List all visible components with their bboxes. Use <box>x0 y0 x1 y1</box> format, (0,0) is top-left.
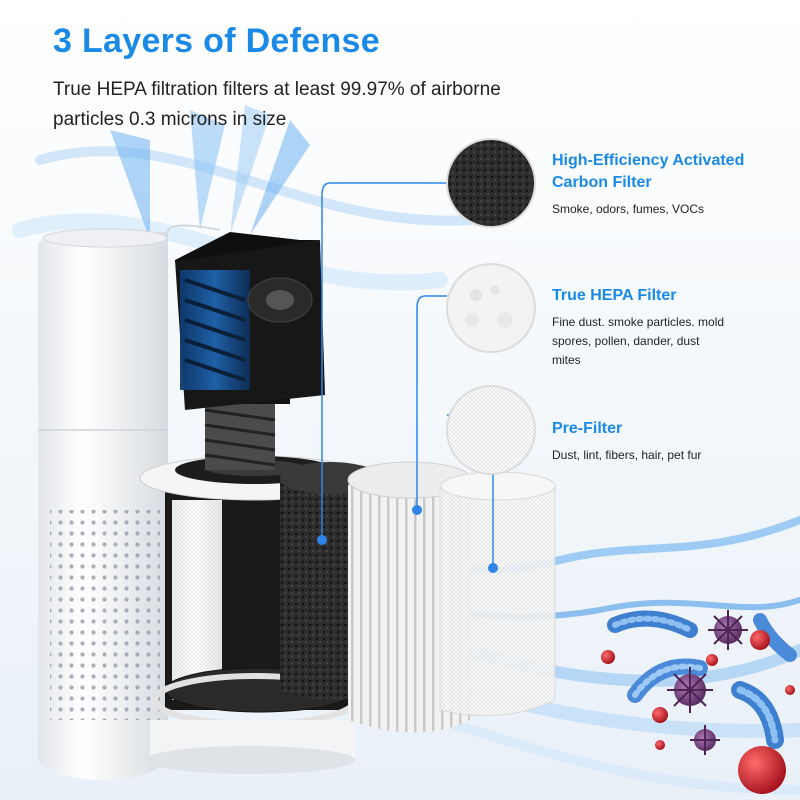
bacteria-icon <box>753 613 797 662</box>
airborne-particles <box>601 610 797 794</box>
feature-description: Dust, lint, fibers, hair, pet fur <box>552 448 702 462</box>
feature-pre-filter: Pre-Filter Dust, lint, fibers, hair, pet… <box>552 418 797 465</box>
virus-icon <box>667 667 713 713</box>
virus-icon <box>708 610 748 650</box>
feature-title: Pre-Filter <box>552 420 623 437</box>
feature-title: High-Efficiency Activated Carbon Filter <box>552 152 745 191</box>
particle-icon <box>655 740 665 750</box>
particle-icon <box>706 654 718 666</box>
headline: 3 Layers of Defense <box>53 22 380 60</box>
bacteria-icon <box>627 658 708 703</box>
pre-filter-cylinder <box>439 471 556 717</box>
particle-icon <box>738 746 786 794</box>
fan-airflow-rays <box>110 105 310 240</box>
particle-icon <box>652 707 668 723</box>
subheadline: True HEPA filtration filters at least 99… <box>53 79 501 130</box>
virus-icon <box>690 725 720 755</box>
feature-title: True HEPA Filter <box>552 287 677 304</box>
connector-dots <box>317 505 498 573</box>
bacteria-icon <box>731 681 784 749</box>
feature-description: Fine dust. smoke particles. mold spores,… <box>552 315 725 367</box>
bacteria-icon <box>607 610 698 638</box>
particle-icon <box>750 630 770 650</box>
particle-icon <box>785 685 795 695</box>
particle-icon <box>601 650 615 664</box>
carbon-filter-swatch <box>446 138 536 228</box>
purifier-shell <box>38 224 221 780</box>
feature-description: Smoke, odors, fumes, VOCs <box>552 202 705 216</box>
feature-carbon-filter: High-Efficiency Activated Carbon Filter … <box>552 150 797 219</box>
mesh-prefilter-swatch <box>446 385 536 475</box>
feature-hepa-filter: True HEPA Filter Fine dust. smoke partic… <box>552 285 797 370</box>
hepa-filter-swatch <box>446 263 536 353</box>
